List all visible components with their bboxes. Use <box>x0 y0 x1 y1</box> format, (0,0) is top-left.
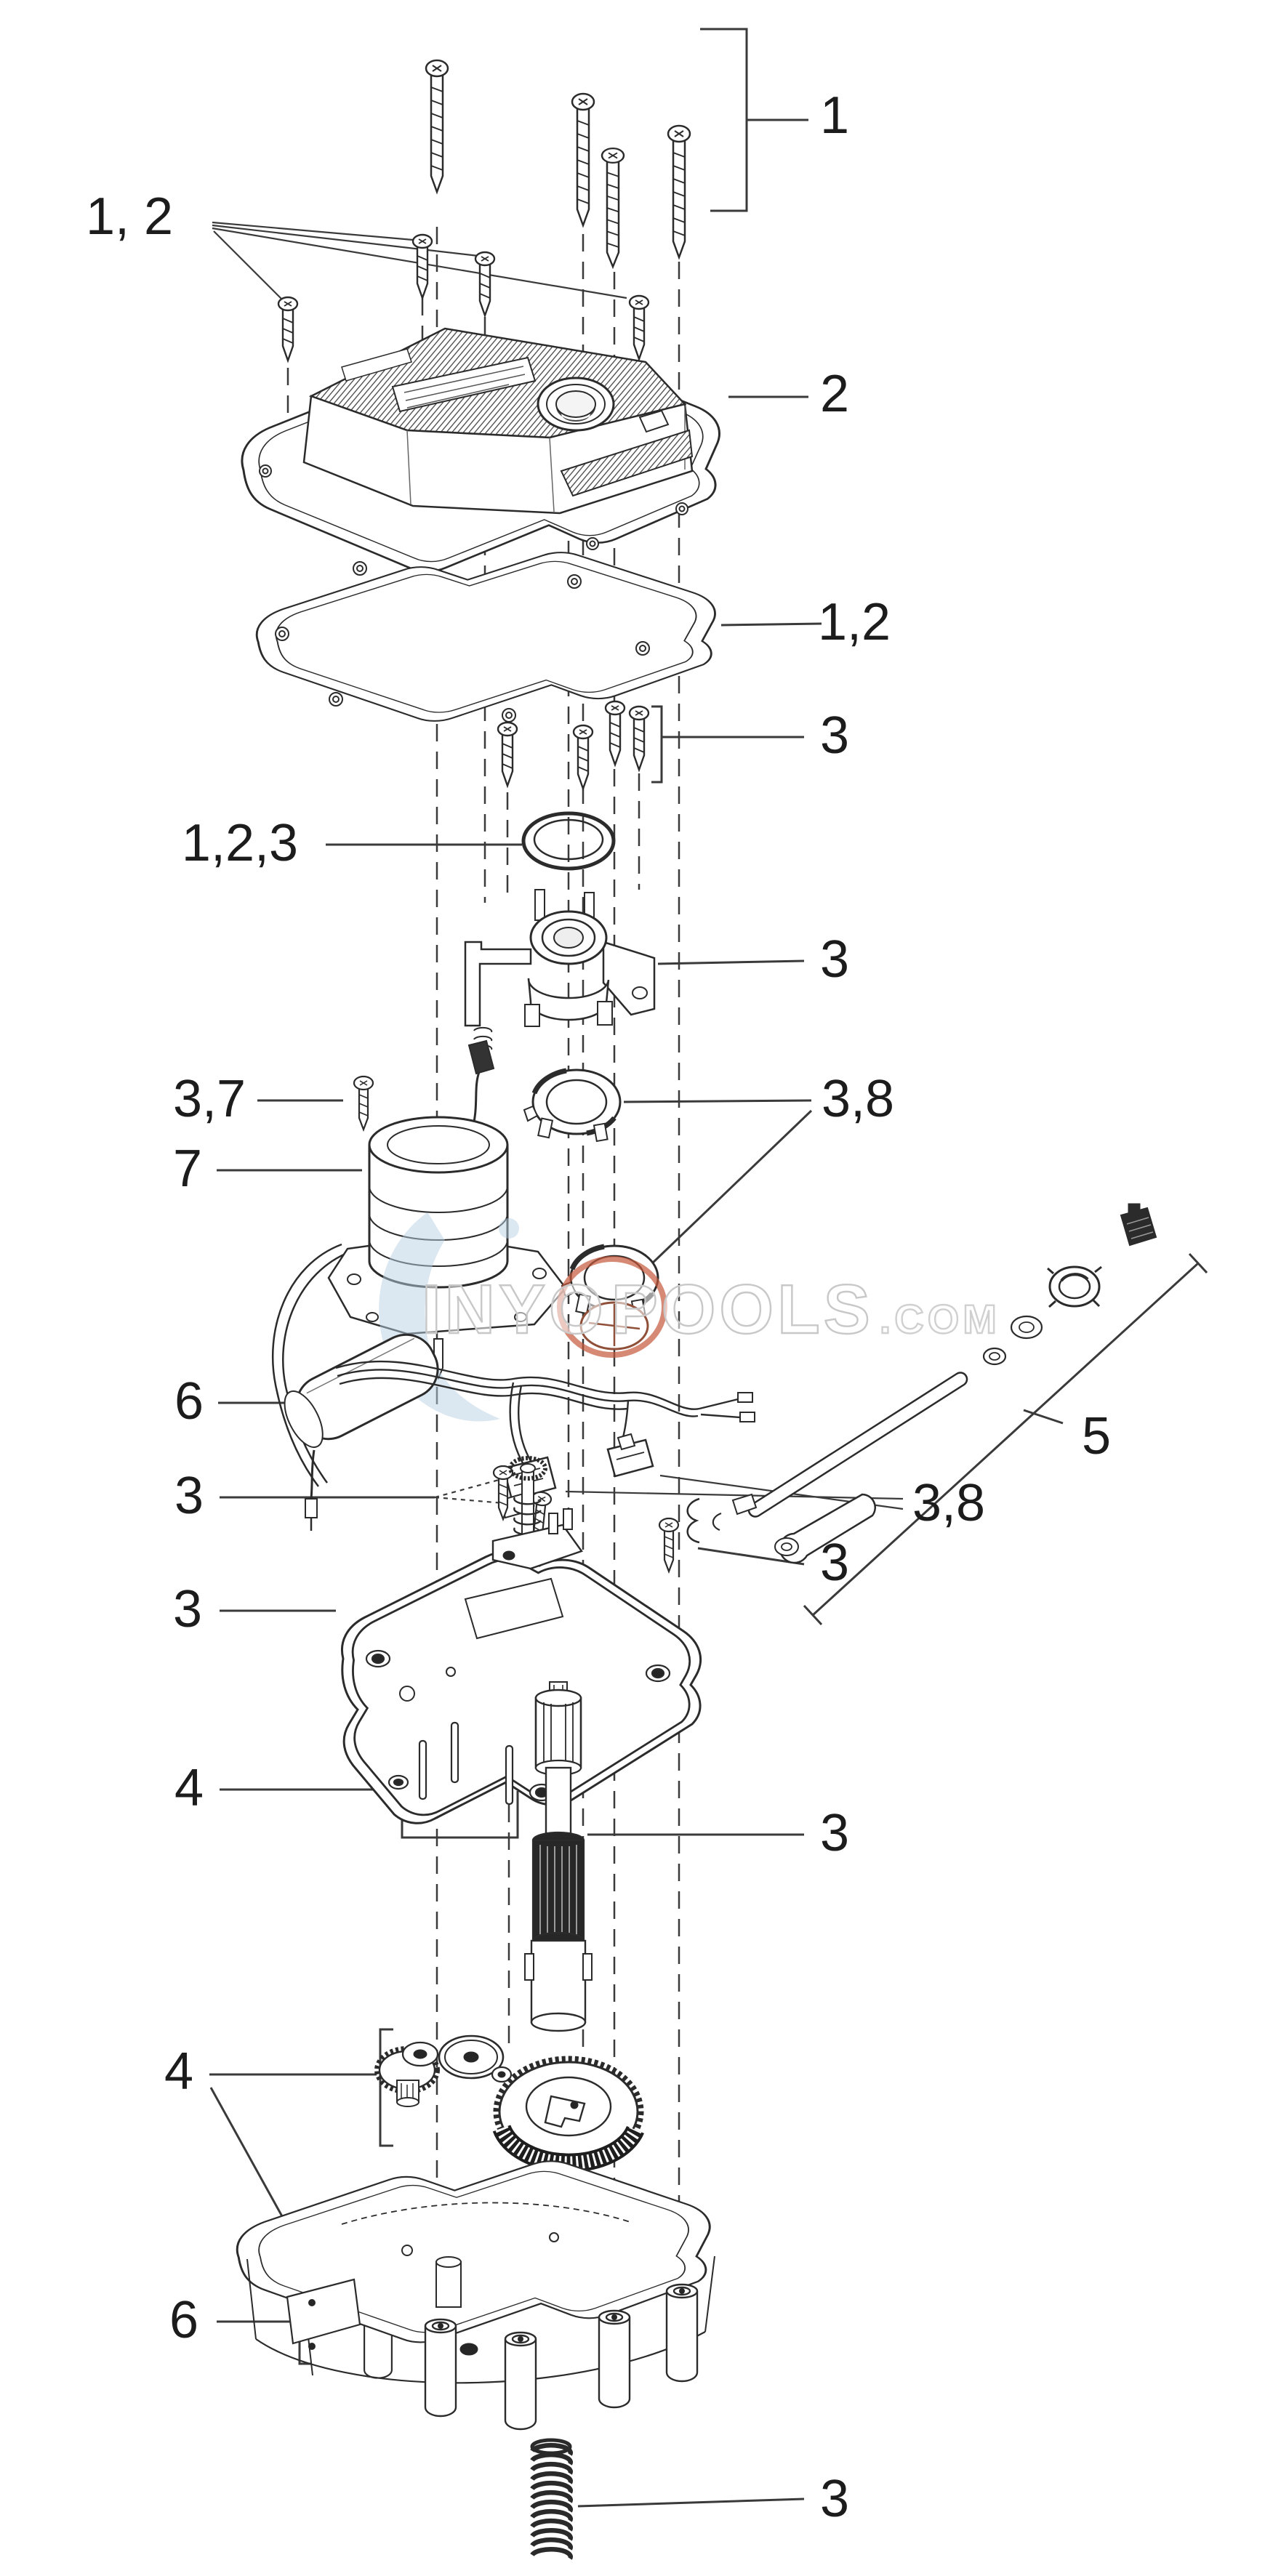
watermark-pools: POOLS <box>611 1271 874 1348</box>
callout-3-left: 3 <box>174 1467 204 1525</box>
oring-part123 <box>521 811 616 871</box>
callout-5: 5 <box>1082 1407 1111 1465</box>
geared-shaft-part3 <box>524 1681 593 2032</box>
leader-gasket <box>720 622 822 627</box>
callout-1: 1 <box>820 86 849 145</box>
capacitor-part6 <box>284 1333 439 1531</box>
callout-3-plate: 3 <box>173 1580 202 1638</box>
screws-part3 <box>497 700 650 790</box>
leader-38-cam1 <box>623 1099 812 1103</box>
shaft-assembly-part5 <box>686 1203 1157 1564</box>
dowel-pins-part4 <box>418 1721 514 1806</box>
watermark: INYOPOOLS.COM <box>421 1270 1000 1349</box>
leader-5 <box>1023 1409 1064 1425</box>
washers-part5 <box>982 1315 1043 1366</box>
callout-leaders <box>209 28 1208 2508</box>
bottom-housing-part4 <box>236 2160 715 2431</box>
mounting-plate-part3 <box>341 1456 702 1824</box>
plate-gear-post <box>491 1456 583 1570</box>
toggle-switch-part5 <box>1120 1203 1157 1247</box>
callout-38-lower: 3,8 <box>912 1474 985 1532</box>
leader-4-housing <box>209 2087 295 2238</box>
cover-port <box>537 377 615 432</box>
cam-lower-part38 <box>557 1246 667 1358</box>
leader-38-cam2 <box>649 1109 813 1266</box>
callout-38-upper: 3,8 <box>822 1070 894 1128</box>
bracket-part5 <box>803 1252 1208 1626</box>
cam-upper-part38 <box>524 1070 620 1141</box>
ring-nut-part5 <box>1047 1265 1102 1308</box>
callout-4-gears: 4 <box>164 2042 193 2101</box>
bracket-part1 <box>700 28 748 212</box>
long-screws-part1 <box>425 59 691 268</box>
leader-3-bracketpart <box>657 959 805 965</box>
callout-6-bottom: 6 <box>169 2291 198 2349</box>
callout-6-cap: 6 <box>174 1372 204 1430</box>
callout-4-pins: 4 <box>174 1759 204 1817</box>
cover-part2 <box>241 327 720 587</box>
callout-3-screws: 3 <box>820 707 849 765</box>
bracket-assembly-part3 <box>464 889 656 1050</box>
gasket-part12 <box>255 551 716 723</box>
bracket-screws3 <box>651 705 663 784</box>
leader-38-lower-a <box>565 1490 904 1500</box>
callout-123: 1,2,3 <box>182 814 298 872</box>
callout-3-spring: 3 <box>820 2470 849 2528</box>
watermark-logo-ring <box>557 1256 667 1358</box>
leader-3-spring <box>577 2497 805 2508</box>
svg-text:INYOPOOLS.COM: INYOPOOLS.COM <box>422 1271 1000 1348</box>
leader-4-gears <box>209 2028 393 2147</box>
hardware-part6-bottom <box>308 2299 316 2350</box>
callout-labels: 1 1, 2 2 1,2 3 1,2,3 3 3,7 3,8 7 6 5 3 3… <box>86 86 1111 2528</box>
callout-7: 7 <box>173 1140 202 1198</box>
spring-part3 <box>530 2438 573 2560</box>
callout-12: 1,2 <box>818 593 891 651</box>
watermark-inyo: INYO <box>422 1271 607 1348</box>
watermark-com: .COM <box>880 1296 1000 1342</box>
callout-2: 2 <box>820 365 849 423</box>
gear-set-part4 <box>374 2034 644 2173</box>
dotted-leaders-3-left <box>434 1478 539 1508</box>
callout-1-2: 1, 2 <box>86 188 173 246</box>
callout-3-brkt: 3 <box>820 930 849 989</box>
callout-37: 3,7 <box>173 1070 246 1128</box>
callout-3-shaft: 3 <box>820 1804 849 1862</box>
screw-part37 <box>353 1075 374 1131</box>
callout-3-right: 3 <box>820 1534 849 1592</box>
